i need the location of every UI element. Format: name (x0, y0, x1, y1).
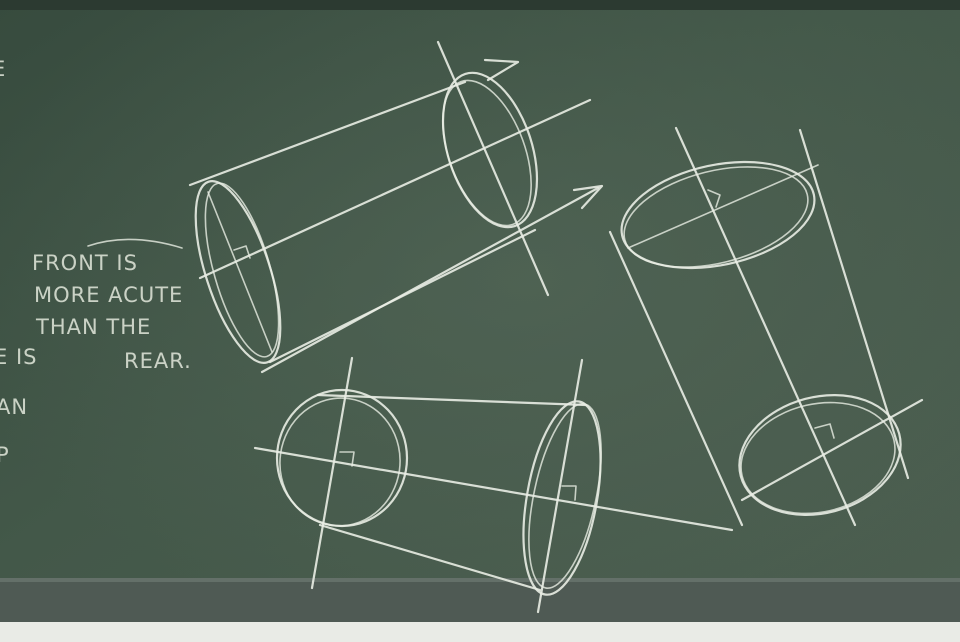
board-top-edge (0, 0, 960, 10)
note-line-1: FRONT IS (32, 251, 138, 275)
tray-lip (0, 578, 960, 582)
chalk-tray (0, 580, 960, 622)
left-fragment-4: E (0, 57, 6, 81)
board-smudge (0, 0, 960, 622)
left-fragment-2: AN (0, 395, 28, 419)
cylinder-bottom-sketch (253, 356, 734, 614)
cylinder-right-sketch (608, 126, 924, 527)
chalk-note: FRONT IS MORE ACUTE THAN THE REAR. E IS … (0, 57, 192, 467)
cylinder-top-sketch (188, 40, 604, 374)
left-fragment-3: P (0, 443, 10, 467)
note-line-2: MORE ACUTE (34, 283, 183, 307)
left-fragment-1: E IS (0, 345, 37, 369)
note-line-3: THAN THE (35, 315, 151, 339)
wall-strip (0, 622, 960, 642)
note-line-4: REAR. (124, 349, 192, 373)
